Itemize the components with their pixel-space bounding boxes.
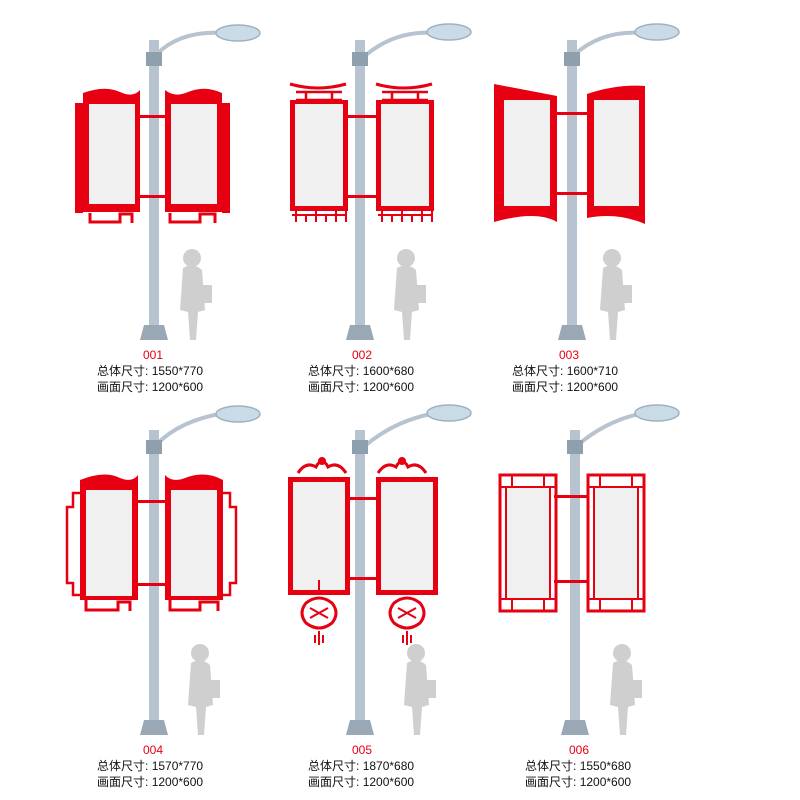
screen-size-label: 画面尺寸:: [525, 775, 577, 789]
screen-size-value: 1200*600: [362, 775, 415, 789]
screen-size-label: 画面尺寸:: [308, 380, 360, 394]
product-card-003: 003 总体尺寸: 1600*710 画面尺寸: 1200*600: [494, 0, 798, 400]
overall-size-row: 总体尺寸: 1570*770: [97, 758, 203, 774]
overall-size-row: 总体尺寸: 1550*680: [525, 758, 631, 774]
lamp-pole-illustration-001: [75, 24, 261, 340]
lamp-pole-illustration-005: [288, 404, 472, 735]
screen-size-row: 画面尺寸: 1200*600: [512, 379, 618, 395]
screen-size-label: 画面尺寸:: [97, 380, 149, 394]
lamp-pole-illustration-002: [289, 23, 472, 340]
lamp-pole-illustration-003: [494, 23, 680, 340]
screen-size-row: 画面尺寸: 1200*600: [97, 774, 203, 790]
overall-size-value: 1600*680: [362, 364, 415, 378]
screen-size-value: 1200*600: [579, 775, 632, 789]
overall-size-label: 总体尺寸:: [308, 364, 360, 378]
product-code: 002: [352, 348, 373, 362]
overall-size-label: 总体尺寸:: [525, 759, 577, 773]
overall-size-row: 总体尺寸: 1550*770: [97, 363, 203, 379]
screen-size-row: 画面尺寸: 1200*600: [525, 774, 631, 790]
overall-size-row: 总体尺寸: 1870*680: [308, 758, 414, 774]
product-code: 005: [352, 743, 373, 757]
overall-size-row: 总体尺寸: 1600*680: [308, 363, 414, 379]
product-card-004: 004 总体尺寸: 1570*770 画面尺寸: 1200*600: [0, 395, 266, 795]
overall-size-row: 总体尺寸: 1600*710: [512, 363, 618, 379]
screen-size-value: 1200*600: [151, 775, 204, 789]
overall-size-label: 总体尺寸:: [97, 759, 149, 773]
product-code: 003: [559, 348, 580, 362]
product-card-002: 002 总体尺寸: 1600*680 画面尺寸: 1200*600: [266, 0, 532, 400]
product-code: 004: [143, 743, 164, 757]
product-code: 001: [143, 348, 164, 362]
lamp-pole-illustration-004: [65, 405, 261, 735]
screen-size-value: 1200*600: [151, 380, 204, 394]
product-card-006: 006 总体尺寸: 1550*680 画面尺寸: 1200*600: [498, 395, 798, 795]
screen-size-value: 1200*600: [362, 380, 415, 394]
overall-size-value: 1570*770: [151, 759, 204, 773]
overall-size-value: 1550*680: [579, 759, 632, 773]
overall-size-value: 1550*770: [151, 364, 204, 378]
overall-size-label: 总体尺寸:: [97, 364, 149, 378]
screen-size-row: 画面尺寸: 1200*600: [308, 774, 414, 790]
product-card-005: 005 总体尺寸: 1870*680 画面尺寸: 1200*600: [266, 395, 532, 795]
lamp-pole-illustration-006: [498, 404, 680, 735]
screen-size-value: 1200*600: [566, 380, 619, 394]
overall-size-value: 1600*710: [566, 364, 619, 378]
screen-size-row: 画面尺寸: 1200*600: [97, 379, 203, 395]
screen-size-label: 画面尺寸:: [512, 380, 564, 394]
screen-size-label: 画面尺寸:: [97, 775, 149, 789]
screen-size-label: 画面尺寸:: [308, 775, 360, 789]
product-code: 006: [569, 743, 590, 757]
overall-size-value: 1870*680: [362, 759, 415, 773]
screen-size-row: 画面尺寸: 1200*600: [308, 379, 414, 395]
overall-size-label: 总体尺寸:: [308, 759, 360, 773]
overall-size-label: 总体尺寸:: [512, 364, 564, 378]
product-card-001: 001 总体尺寸: 1550*770 画面尺寸: 1200*600: [0, 0, 266, 400]
